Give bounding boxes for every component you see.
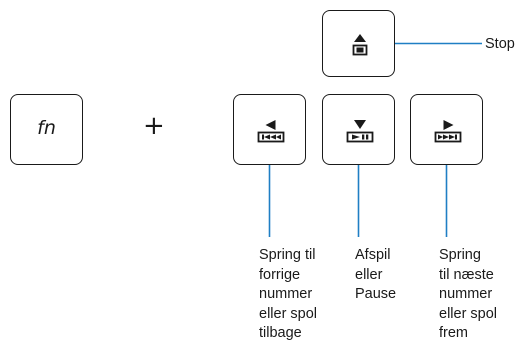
caption-line: Afspil — [355, 247, 391, 263]
play-pause-caption: Afspil eller Pause — [355, 246, 396, 305]
next-track-icon — [434, 120, 462, 143]
caption-line: Pause — [355, 286, 397, 302]
caption-line: eller spol — [259, 305, 318, 322]
caption-line: eller spol — [439, 305, 498, 322]
stop-key — [322, 10, 395, 77]
caption-line: forrige — [259, 266, 301, 283]
caption-line: til næste — [439, 266, 494, 283]
eject-stop-icon — [352, 34, 368, 56]
caption-line: nummer — [259, 286, 313, 302]
stop-caption: Stop — [485, 35, 515, 55]
play-pause-icon — [346, 120, 374, 143]
caption-line: frem — [439, 325, 468, 341]
caption-line: nummer — [439, 286, 493, 302]
previous-track-key — [233, 94, 306, 165]
caption-line: eller — [355, 266, 383, 283]
caption-line: Stop — [485, 36, 515, 52]
caption-line: tilbage — [259, 325, 302, 341]
play-pause-key — [322, 94, 395, 165]
caption-line: Spring — [439, 247, 481, 263]
plus-sign: + — [143, 111, 165, 141]
next-track-caption: Spring til næste nummer eller spol frem — [439, 246, 497, 344]
fn-key-label: fn — [37, 117, 56, 139]
previous-track-icon — [257, 120, 285, 143]
next-track-key — [410, 94, 483, 165]
caption-line: Spring til — [259, 247, 316, 263]
fn-key: fn — [10, 94, 83, 165]
previous-track-caption: Spring til forrige nummer eller spol til… — [259, 246, 317, 344]
